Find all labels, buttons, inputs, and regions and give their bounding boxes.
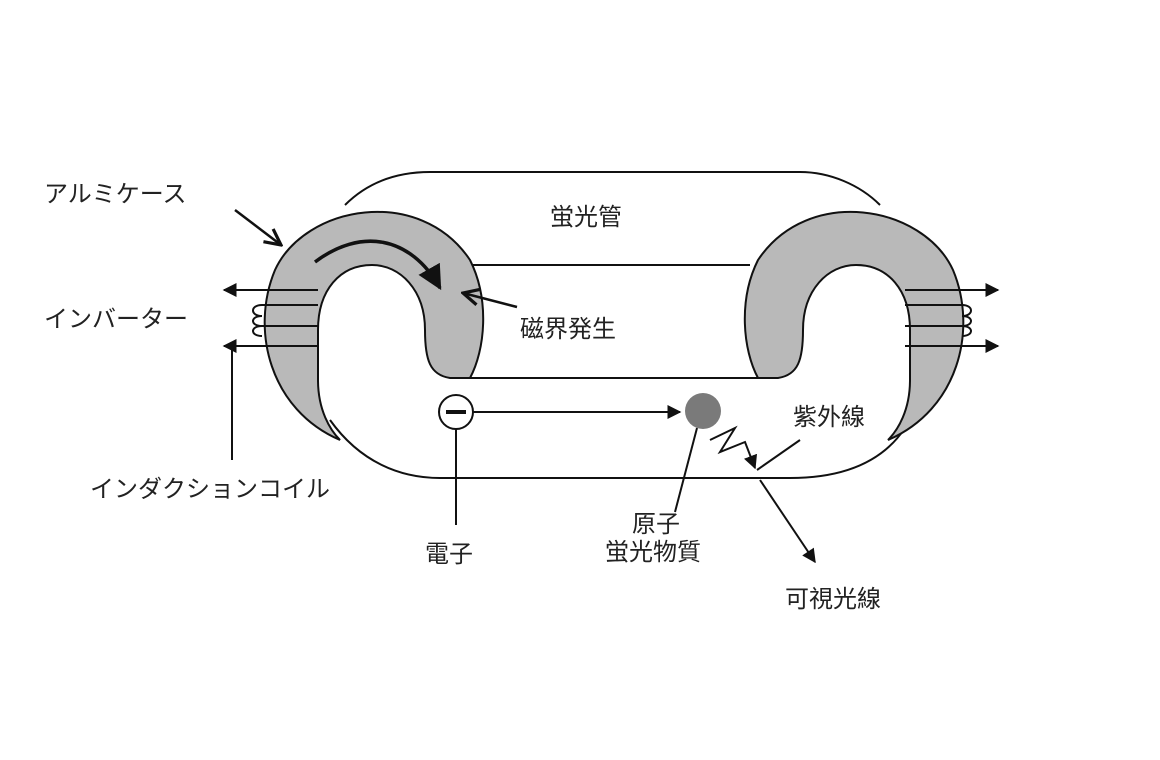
magnetic-flow-arrow — [313, 239, 442, 291]
visible-light-arrow — [759, 479, 816, 564]
label-phosphor: 蛍光物質 — [605, 538, 701, 566]
uv-pointer — [756, 439, 801, 471]
label-fluorescent-tube: 蛍光管 — [550, 203, 622, 231]
label-visible-light: 可視光線 — [785, 585, 881, 613]
case-pointer — [234, 209, 281, 245]
left-coil — [222, 283, 318, 353]
label-aluminum-case: アルミケース — [44, 180, 187, 208]
label-electron: 電子 — [425, 540, 473, 568]
tube-top-outline — [344, 171, 881, 206]
label-atom: 原子 — [632, 510, 680, 538]
label-ultraviolet: 紫外線 — [793, 403, 865, 431]
atom-pointer — [674, 427, 698, 513]
tube-bottom-outline — [329, 419, 906, 479]
magnetic-pointer — [463, 293, 518, 309]
uv-zigzag-arrow — [709, 425, 758, 470]
label-induction-coil: インダクションコイル — [90, 475, 330, 503]
label-magnetic-field: 磁界発生 — [520, 315, 616, 343]
right-coil — [905, 283, 1000, 353]
label-inverter: インバーター — [44, 305, 188, 333]
atom-icon — [685, 393, 721, 429]
right-aluminum-ring — [743, 211, 965, 441]
